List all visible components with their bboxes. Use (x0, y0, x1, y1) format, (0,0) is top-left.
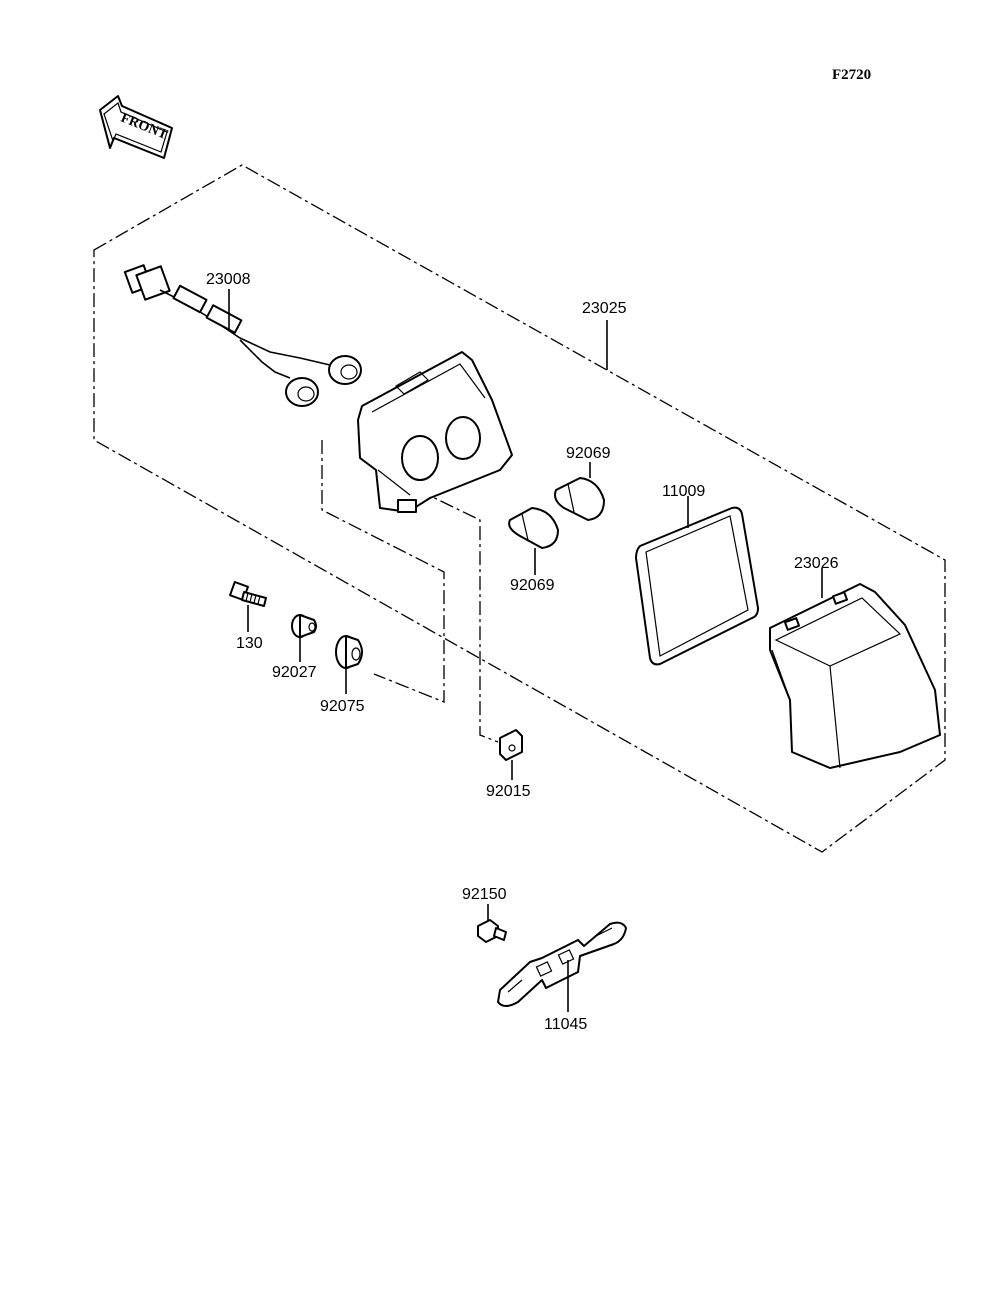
fastener-bracket (321, 440, 445, 703)
part-label-23026: 23026 (794, 555, 839, 572)
wiring-harness (123, 264, 362, 407)
part-label-92027: 92027 (272, 664, 317, 681)
bolt-icon (477, 919, 507, 943)
part-label-92069-lower: 92069 (510, 577, 555, 594)
bulb-upper (554, 477, 605, 521)
collar-icon (291, 614, 317, 638)
part-label-130: 130 (236, 635, 263, 652)
part-label-92075: 92075 (320, 698, 365, 715)
grommet-icon (335, 635, 363, 669)
lens-gasket (635, 506, 759, 666)
taillight-lens (769, 583, 941, 769)
part-label-92069-upper: 92069 (566, 445, 611, 462)
front-arrow-icon: FRONT (99, 95, 173, 159)
bulb-lower (508, 507, 559, 549)
clip-bracket (417, 489, 499, 743)
screw-icon (229, 581, 267, 607)
part-label-23025: 23025 (582, 300, 627, 317)
figure-code: F2720 (832, 67, 871, 83)
part-label-11009: 11009 (662, 483, 705, 500)
clip-nut-icon (499, 729, 523, 761)
assembly-boundary (93, 164, 946, 853)
part-label-23008: 23008 (206, 271, 251, 288)
taillight-housing (357, 351, 513, 513)
part-label-92150: 92150 (462, 886, 507, 903)
part-label-11045: 11045 (544, 1016, 587, 1033)
license-bracket (497, 921, 627, 1007)
part-label-92015: 92015 (486, 783, 531, 800)
